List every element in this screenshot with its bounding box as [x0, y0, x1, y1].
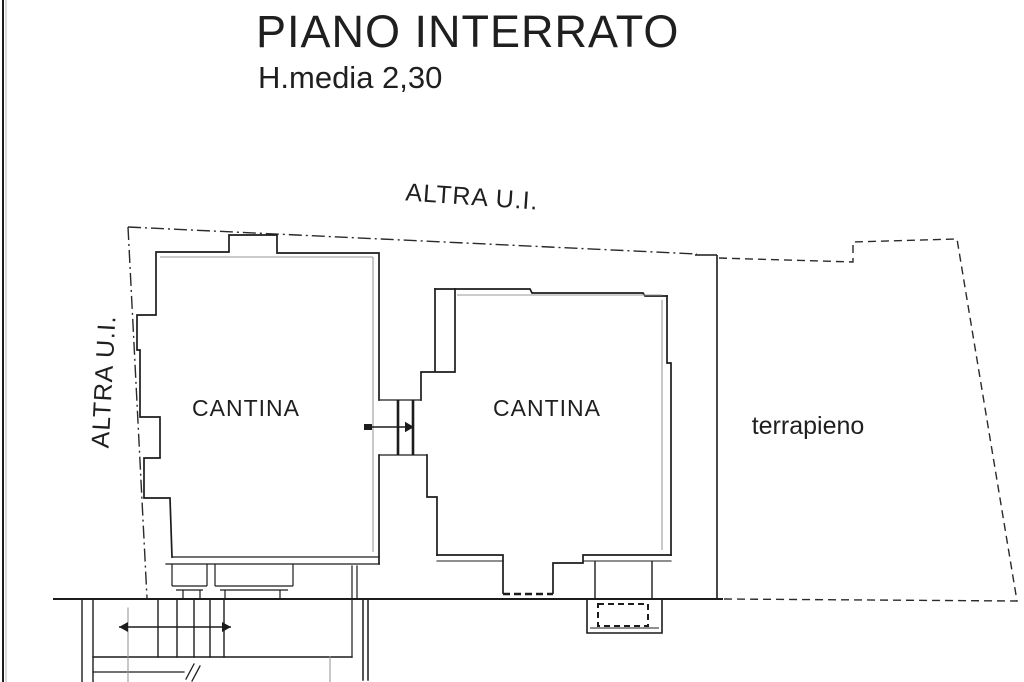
stair-direction-arrow: [119, 622, 231, 632]
passage-door: [364, 399, 427, 456]
sheet-border: [2, 0, 7, 682]
staircase: [81, 565, 369, 682]
page-subtitle: H.media 2,30: [258, 60, 442, 95]
room-left-label: CANTINA: [192, 395, 300, 421]
room-right-label: CANTINA: [493, 395, 601, 421]
boundary-top-label: ALTRA U.I.: [405, 178, 540, 215]
light-well: [586, 561, 663, 634]
room-right-inner-wall-lines: [457, 294, 663, 550]
page-title: PIANO INTERRATO: [256, 6, 679, 57]
light-well-dashed-hatch: [597, 603, 649, 627]
terrapieno-wall: [695, 254, 718, 598]
boundary-left-line: [127, 226, 148, 599]
boundary-top-line: [127, 226, 698, 255]
room-right-outline: [420, 288, 672, 594]
stair-break-symbol: [185, 663, 201, 682]
boundary-left-label: ALTRA U.I.: [87, 314, 122, 448]
door-direction-arrow: [364, 421, 414, 433]
room-left-inner-wall-lines: [160, 256, 374, 552]
boundary-dashdot-lines: [127, 226, 698, 599]
terrapieno-boundary: [718, 238, 1018, 602]
embankment-label: terrapieno: [752, 412, 865, 440]
stair-treads: [157, 598, 225, 658]
room-left-window-wells: [171, 564, 294, 599]
room-left-outline: [136, 234, 380, 565]
